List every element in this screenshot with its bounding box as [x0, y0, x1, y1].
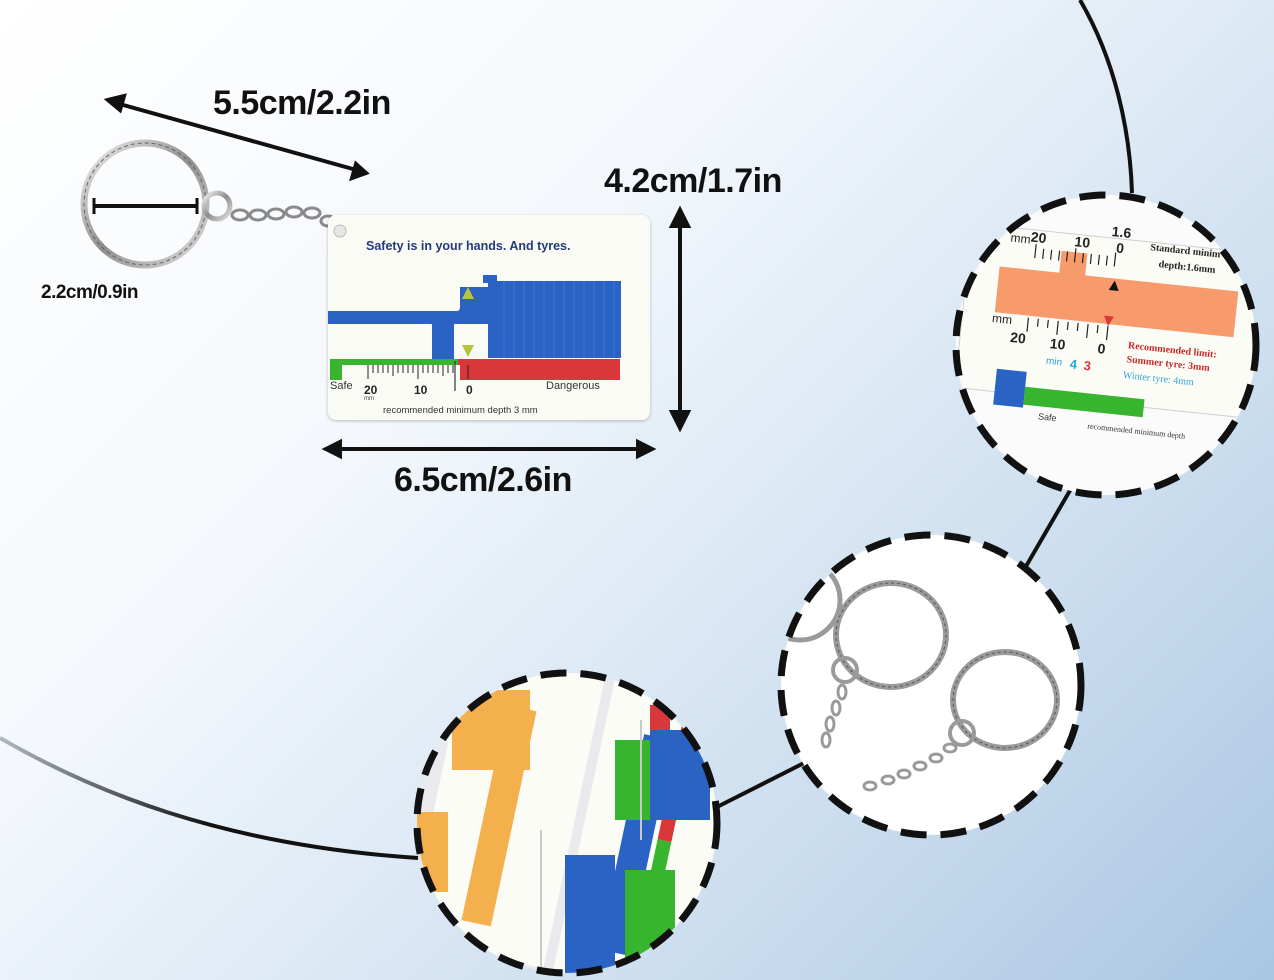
card-tagline: Safety is in your hands. And tyres.	[366, 239, 571, 253]
scale-10-label: 10	[414, 383, 428, 397]
dangerous-label: Dangerous	[546, 380, 600, 392]
zoom-keyring-closeup	[777, 531, 1085, 839]
zoom-bottom-10: 10	[1049, 335, 1066, 353]
width-label: 6.5cm/2.6in	[394, 461, 572, 499]
zoom-min-label: min	[1045, 356, 1062, 369]
height-label: 4.2cm/1.7in	[604, 162, 782, 200]
safe-label: Safe	[330, 380, 353, 392]
zoom-scale-0: 0	[1115, 240, 1125, 257]
zoom-mm-bottom: mm	[991, 311, 1012, 327]
zoom-mm-top: mm	[1010, 230, 1031, 246]
ring-diameter-label: 2.2cm/0.9in	[41, 282, 138, 303]
key-ring	[80, 139, 233, 269]
decorative-arc-left	[0, 736, 419, 860]
scale-20-label: 20	[364, 383, 378, 397]
scale-0-label: 0	[466, 383, 473, 397]
zoom-min-3: 3	[1083, 358, 1092, 374]
gauge-graphic	[328, 224, 621, 391]
zoom-safe: Safe	[1038, 411, 1057, 423]
zoom-cards-closeup	[413, 669, 721, 977]
zoom-scale-10: 10	[1074, 233, 1091, 251]
zoom-bottom-20: 20	[1009, 329, 1026, 347]
connector-line	[714, 760, 807, 810]
zoom-scale-1-6: 1.6	[1111, 223, 1132, 241]
zoom-min-4: 4	[1069, 356, 1079, 372]
length-arrow	[103, 93, 370, 182]
height-arrow	[668, 205, 692, 433]
decorative-arc-top	[1078, 0, 1134, 194]
card-footer: recommended minimum depth 3 mm	[383, 405, 538, 416]
zoom-ruler-closeup: 20 10 1.6 0 mm Standard minim depth:1.6m…	[952, 191, 1260, 499]
tread-gauge-card: Safety is in your hands. And tyres. Safe…	[328, 215, 650, 420]
width-arrow	[321, 438, 657, 460]
length-label: 5.5cm/2.2in	[213, 84, 391, 122]
zoom-bottom-0: 0	[1097, 340, 1107, 357]
connector-line	[1023, 485, 1074, 570]
scale-mm-label: mm	[364, 396, 374, 402]
zoom-scale-20: 20	[1030, 229, 1047, 247]
